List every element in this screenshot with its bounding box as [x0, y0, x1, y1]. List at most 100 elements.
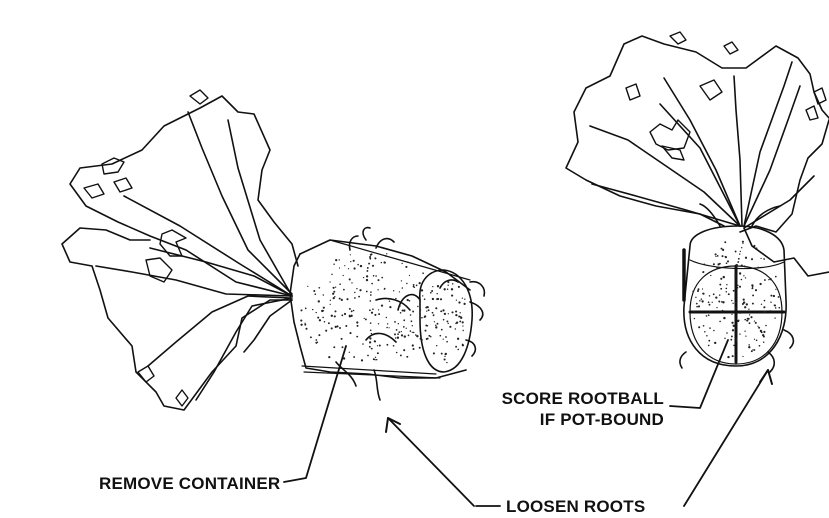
soil-speck — [407, 261, 409, 263]
soil-speck — [713, 330, 715, 332]
soil-speck — [752, 286, 754, 288]
soil-speck — [325, 330, 327, 332]
soil-speck — [731, 314, 732, 315]
soil-speck — [712, 302, 713, 303]
soil-speck — [414, 287, 416, 289]
soil-speck — [761, 331, 763, 333]
soil-speck — [372, 265, 374, 267]
soil-speck — [406, 306, 407, 307]
soil-speck — [312, 309, 313, 310]
soil-speck — [350, 254, 351, 255]
soil-speck — [393, 345, 395, 347]
soil-speck — [774, 317, 775, 318]
soil-speck — [330, 300, 331, 301]
soil-speck — [749, 314, 750, 315]
soil-speck — [695, 297, 696, 298]
soil-speck — [377, 289, 378, 290]
soil-speck — [737, 261, 739, 263]
soil-speck — [425, 307, 427, 309]
soil-speck — [694, 318, 695, 319]
soil-speck — [745, 277, 746, 278]
soil-speck — [703, 263, 705, 265]
soil-speck — [701, 300, 703, 302]
soil-speck — [748, 308, 749, 309]
soil-speck — [436, 345, 437, 346]
soil-speck — [331, 274, 332, 275]
soil-speck — [350, 315, 352, 317]
soil-speck — [433, 314, 434, 315]
soil-speck — [770, 301, 771, 302]
soil-speck — [349, 352, 350, 353]
soil-speck — [764, 300, 766, 302]
soil-speck — [361, 359, 363, 361]
soil-speck — [357, 264, 359, 266]
soil-speck — [389, 306, 391, 308]
soil-speck — [434, 321, 435, 322]
soil-speck — [763, 341, 764, 342]
soil-speck — [737, 287, 739, 289]
soil-speck — [406, 283, 407, 284]
soil-speck — [698, 326, 700, 328]
soil-texture — [300, 241, 780, 364]
soil-speck — [708, 301, 710, 303]
soil-speck — [456, 299, 457, 300]
soil-speck — [718, 301, 720, 303]
soil-speck — [369, 337, 371, 339]
soil-speck — [692, 291, 694, 293]
soil-speck — [339, 267, 340, 268]
soil-speck — [401, 331, 402, 332]
soil-speck — [373, 358, 375, 360]
soil-speck — [370, 330, 372, 332]
soil-speck — [384, 288, 386, 290]
soil-speck — [452, 283, 453, 284]
soil-speck — [756, 339, 758, 341]
soil-speck — [726, 291, 728, 293]
soil-speck — [741, 247, 742, 248]
soil-speck — [726, 332, 728, 334]
soil-speck — [351, 311, 352, 312]
soil-speck — [396, 352, 398, 354]
soil-speck — [462, 330, 463, 331]
soil-speck — [765, 325, 767, 327]
soil-speck — [323, 307, 325, 309]
soil-speck — [724, 241, 726, 243]
soil-speck — [410, 330, 412, 332]
soil-speck — [709, 304, 711, 306]
soil-speck — [440, 310, 442, 312]
soil-speck — [451, 288, 453, 290]
soil-speck — [394, 321, 396, 323]
soil-speck — [362, 343, 364, 345]
soil-speck — [446, 341, 448, 343]
soil-speck — [752, 349, 754, 351]
soil-speck — [367, 267, 369, 269]
soil-speck — [416, 335, 418, 337]
soil-speck — [739, 253, 740, 254]
soil-speck — [731, 322, 733, 324]
soil-speck — [449, 326, 451, 328]
soil-speck — [723, 276, 725, 278]
soil-speck — [460, 316, 461, 317]
soil-speck — [778, 296, 780, 298]
soil-speck — [385, 255, 387, 257]
soil-speck — [721, 248, 723, 250]
soil-speck — [372, 308, 374, 310]
soil-speck — [331, 315, 333, 317]
soil-speck — [715, 296, 717, 298]
soil-speck — [702, 272, 704, 274]
soil-speck — [713, 263, 715, 265]
soil-speck — [727, 260, 729, 262]
soil-speck — [755, 289, 757, 291]
soil-speck — [401, 334, 403, 336]
soil-speck — [725, 288, 727, 290]
soil-speck — [702, 288, 703, 289]
soil-speck — [389, 327, 390, 328]
soil-speck — [345, 325, 347, 327]
soil-speck — [370, 322, 372, 324]
soil-speck — [734, 307, 736, 309]
soil-speck — [381, 277, 383, 279]
soil-speck — [381, 305, 383, 307]
soil-speck — [411, 320, 413, 322]
soil-speck — [751, 350, 753, 352]
soil-speck — [457, 338, 459, 340]
